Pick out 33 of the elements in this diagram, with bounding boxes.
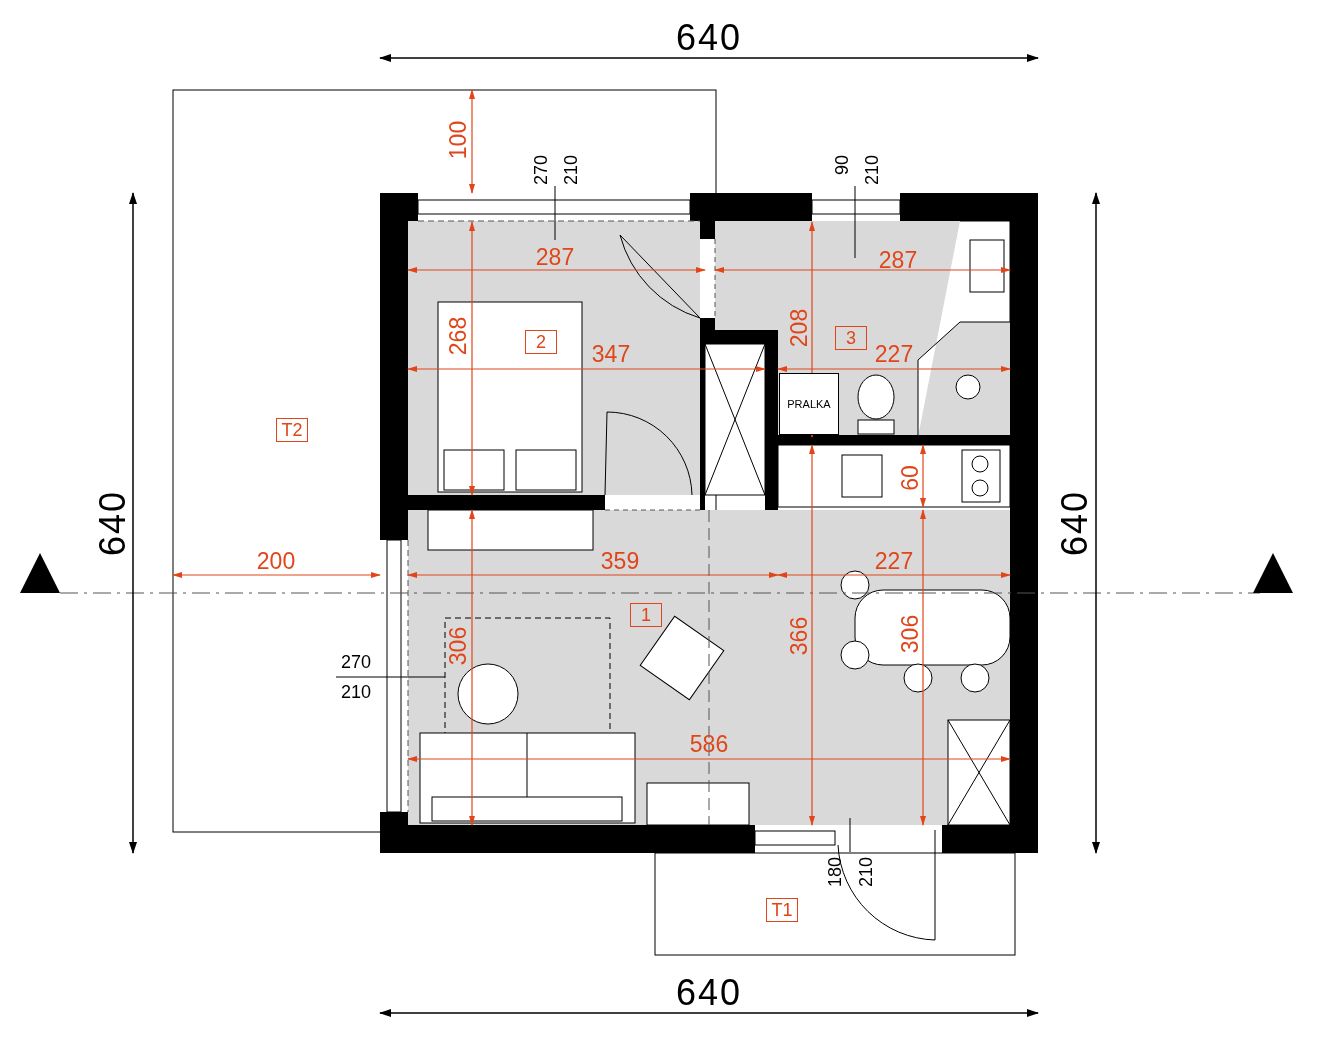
washing-machine: PRALKA <box>779 373 839 435</box>
room-tag: 3 <box>835 326 867 350</box>
room-tag: T2 <box>276 418 308 442</box>
dimension-label: 287 <box>535 245 575 269</box>
dimension-label: 347 <box>591 342 631 366</box>
dimension-label: 640 <box>95 489 131 557</box>
dimension-label: 640 <box>1057 489 1093 557</box>
dimension-label: 90 <box>833 155 851 175</box>
dimension-label: 210 <box>863 155 881 185</box>
dimension-label: 180 <box>826 857 844 887</box>
dimension-label: 200 <box>256 549 296 573</box>
room-tag: 1 <box>630 603 662 627</box>
dimension-label: 210 <box>341 683 371 701</box>
room-tag: 2 <box>525 330 557 354</box>
dimension-label: 268 <box>446 316 470 356</box>
dimension-label: 306 <box>446 626 470 666</box>
room-tag: T1 <box>766 898 798 922</box>
dimension-label: 270 <box>532 155 550 185</box>
dimension-label: 366 <box>787 616 811 656</box>
dimension-label: 640 <box>675 975 743 1011</box>
dimension-label: 306 <box>898 614 922 654</box>
dimension-label: 227 <box>874 342 914 366</box>
dimension-label: 60 <box>898 465 922 491</box>
dimension-label: 270 <box>341 653 371 671</box>
dimension-label: 287 <box>878 248 918 272</box>
dimension-label: 640 <box>675 20 743 56</box>
dimension-label: 100 <box>446 120 470 160</box>
dimension-label: 227 <box>874 549 914 573</box>
dimension-label: 586 <box>689 732 729 756</box>
dimension-label: 210 <box>857 857 875 887</box>
dimension-label: 359 <box>600 549 640 573</box>
dimension-label: 208 <box>787 308 811 348</box>
dimension-label: 210 <box>562 155 580 185</box>
